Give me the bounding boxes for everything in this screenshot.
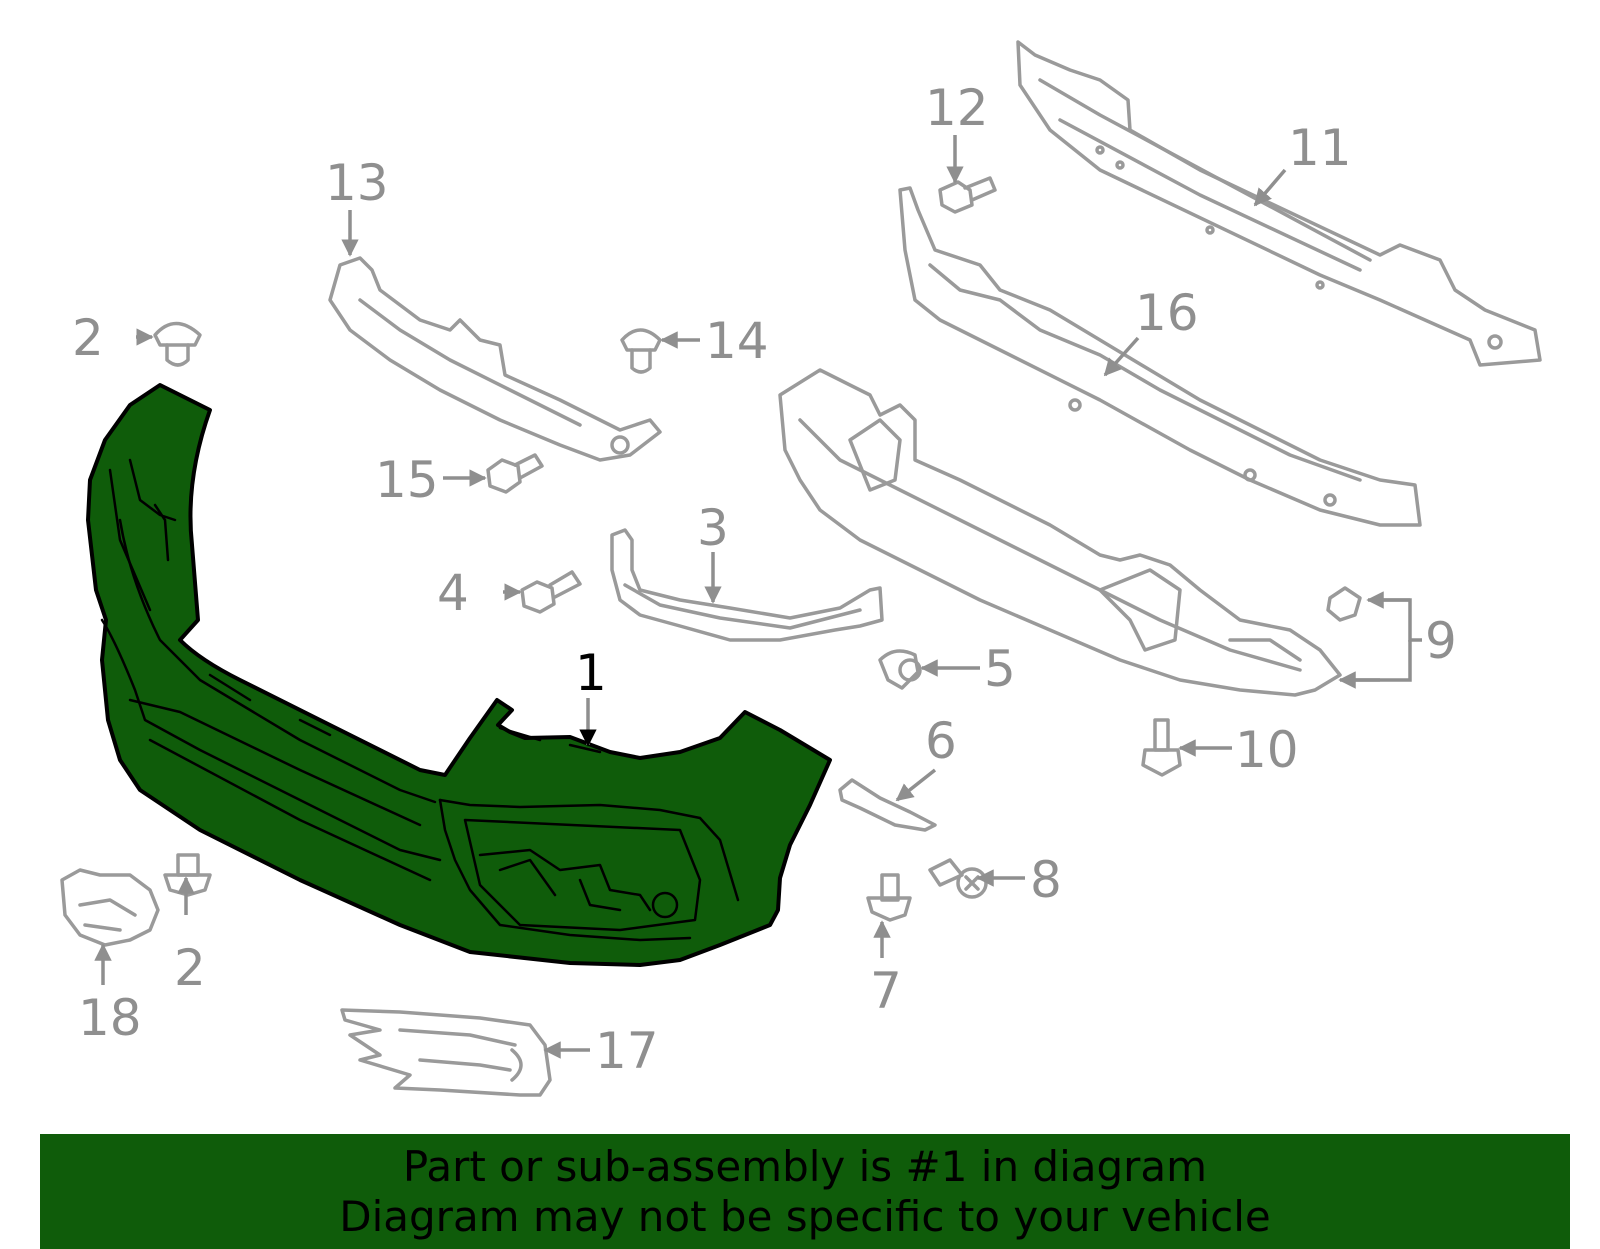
callout-6: 6 bbox=[925, 712, 957, 770]
part-13-bracket bbox=[328, 256, 662, 462]
part-8-screw bbox=[928, 858, 988, 899]
banner-line-1: Part or sub-assembly is #1 in diagram bbox=[402, 1142, 1208, 1191]
part-10-bolt bbox=[1141, 718, 1182, 777]
part-4-bolt bbox=[520, 570, 582, 614]
part-14-clip bbox=[620, 328, 662, 374]
callout-8: 8 bbox=[1030, 851, 1062, 909]
callout-16: 16 bbox=[1135, 284, 1199, 342]
banner-line-2: Diagram may not be specific to your vehi… bbox=[339, 1192, 1271, 1241]
part-2-clip-bottom bbox=[163, 853, 212, 897]
callout-17: 17 bbox=[595, 1022, 659, 1080]
part-16-energy-absorber bbox=[898, 186, 1422, 527]
callout-11: 11 bbox=[1288, 119, 1352, 177]
part-17-bezel bbox=[340, 1008, 552, 1097]
part-7-clip bbox=[866, 873, 912, 922]
part-18-bracket bbox=[60, 868, 160, 947]
part-5-clip bbox=[878, 649, 922, 690]
part-3-bracket bbox=[610, 528, 884, 642]
callout-labels: 1 2 2 3 4 5 6 7 8 9 10 11 12 13 14 15 16… bbox=[72, 79, 1457, 1080]
leader-lines bbox=[94, 135, 1422, 1059]
callout-13: 13 bbox=[325, 154, 389, 212]
part-front-support bbox=[778, 368, 1342, 697]
callout-9: 9 bbox=[1425, 612, 1457, 670]
part-6-bracket bbox=[838, 778, 937, 832]
callout-3: 3 bbox=[697, 499, 729, 557]
callout-1: 1 bbox=[575, 644, 607, 702]
callout-2-top: 2 bbox=[72, 309, 104, 367]
callout-10: 10 bbox=[1235, 721, 1299, 779]
callout-7: 7 bbox=[870, 962, 902, 1020]
callout-18: 18 bbox=[78, 989, 142, 1047]
callout-12: 12 bbox=[925, 79, 989, 137]
part-12-bolt bbox=[938, 176, 997, 214]
callout-15: 15 bbox=[375, 451, 439, 509]
part-15-bolt bbox=[486, 453, 544, 494]
callout-5: 5 bbox=[984, 640, 1016, 698]
callout-14: 14 bbox=[705, 312, 769, 370]
part-2-clip-top bbox=[153, 321, 202, 367]
part-1-bumper-cover bbox=[86, 383, 832, 967]
callout-2-bottom: 2 bbox=[174, 939, 206, 997]
part-11-reinforcement-beam bbox=[1016, 40, 1542, 367]
part-9-nut bbox=[1326, 586, 1362, 622]
callout-4: 4 bbox=[437, 564, 469, 622]
info-banner: Part or sub-assembly is #1 in diagram Di… bbox=[40, 1134, 1570, 1249]
